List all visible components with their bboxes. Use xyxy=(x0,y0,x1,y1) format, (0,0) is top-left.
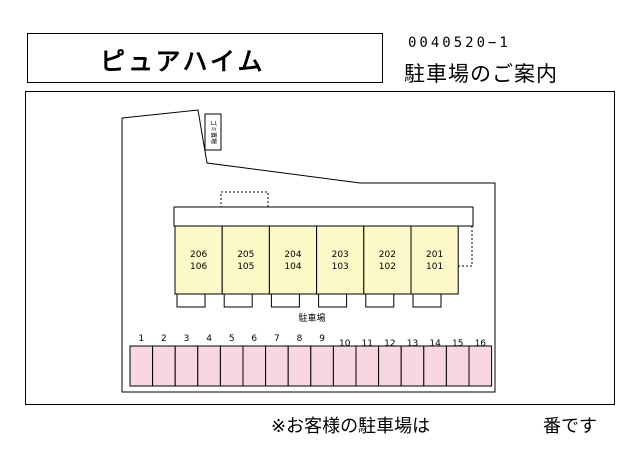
parking-label: 駐車場 xyxy=(298,312,325,324)
parking-space-cell xyxy=(129,345,154,387)
parking-space-number: 16 xyxy=(475,339,487,349)
parking-space-number: 2 xyxy=(161,334,167,344)
parking-space-number: 10 xyxy=(339,339,351,349)
unit-number-upper: 202 xyxy=(379,250,396,260)
parking-space-cell xyxy=(400,345,425,387)
parking-space-cell xyxy=(265,345,289,387)
parking-space-4: 4 xyxy=(197,334,221,387)
parking-space-number: 12 xyxy=(384,339,395,349)
parking-space-12: 12 xyxy=(378,339,402,387)
unit-number-upper: 203 xyxy=(332,250,349,260)
unit-porch xyxy=(365,293,395,308)
property-name: ピュアハイム xyxy=(100,47,266,76)
unit-number-lower: 106 xyxy=(190,262,207,272)
parking-space-11: 11 xyxy=(355,339,380,387)
unit-number-upper: 201 xyxy=(426,250,443,260)
parking-space-cell xyxy=(355,345,380,387)
parking-space-13: 13 xyxy=(400,339,425,387)
site-boundary xyxy=(121,109,496,393)
unit-block xyxy=(221,225,270,295)
parking-space-cell xyxy=(174,345,199,387)
parking-space-15: 15 xyxy=(445,339,470,387)
parking-space-number: 6 xyxy=(251,334,257,344)
parking-space-cell xyxy=(445,345,470,387)
parking-space-cell xyxy=(287,345,312,387)
parking-space-3: 3 xyxy=(174,334,199,387)
parking-space-cell xyxy=(378,345,402,387)
unit-number-lower: 101 xyxy=(426,262,443,272)
parking-space-number: 8 xyxy=(297,334,303,344)
unit-porch xyxy=(412,293,442,308)
unit-porch xyxy=(176,293,206,308)
unit-number-upper: 204 xyxy=(284,250,301,260)
building-corridor xyxy=(173,206,474,227)
parking-space-6: 6 xyxy=(242,334,267,387)
unit-number-lower: 102 xyxy=(379,262,396,272)
trash-area xyxy=(204,113,222,151)
parking-space-5: 5 xyxy=(219,334,244,387)
parking-space-number: 11 xyxy=(362,339,373,349)
unit-number-lower: 104 xyxy=(284,262,301,272)
parking-space-16: 16 xyxy=(468,339,493,387)
unit-block xyxy=(316,225,365,295)
map-frame xyxy=(25,91,615,405)
parking-space-cell xyxy=(242,345,267,387)
parking-space-number: 13 xyxy=(407,339,418,349)
trash-label: ゴミ置場 xyxy=(210,120,218,144)
parking-space-cell xyxy=(332,345,357,387)
dashed-area-top xyxy=(220,191,269,208)
parking-space-cell xyxy=(423,345,447,387)
parking-space-2: 2 xyxy=(152,334,176,387)
title-box xyxy=(27,33,383,83)
parking-space-cell xyxy=(468,345,493,387)
parking-space-number: 7 xyxy=(274,334,280,344)
parking-space-number: 14 xyxy=(429,339,441,349)
property-code: 0040520−1 xyxy=(408,35,511,51)
parking-space-number: 3 xyxy=(184,334,190,344)
unit-porch xyxy=(223,293,253,308)
footer-suffix: 番です xyxy=(543,416,597,437)
unit-number-lower: 103 xyxy=(332,262,349,272)
unit-block xyxy=(268,225,318,295)
parking-space-cell xyxy=(197,345,221,387)
parking-space-10: 10 xyxy=(332,339,357,387)
unit-block xyxy=(410,225,459,295)
parking-space-9: 9 xyxy=(310,334,334,387)
unit-block xyxy=(363,225,412,295)
parking-space-number: 9 xyxy=(319,334,325,344)
parking-space-14: 14 xyxy=(423,339,447,387)
parking-space-number: 4 xyxy=(206,334,212,344)
unit-block xyxy=(174,225,223,295)
parking-space-1: 1 xyxy=(129,334,154,387)
parking-space-7: 7 xyxy=(265,334,289,387)
unit-number-upper: 206 xyxy=(190,250,207,260)
footer-note: ※お客様の駐車場は xyxy=(271,416,431,437)
parking-space-number: 5 xyxy=(229,334,235,344)
parking-space-cell xyxy=(219,345,244,387)
parking-space-number: 15 xyxy=(452,339,463,349)
parking-space-cell xyxy=(310,345,334,387)
page-subtitle: 駐車場のご案内 xyxy=(404,62,558,86)
parking-space-8: 8 xyxy=(287,334,312,387)
unit-number-upper: 205 xyxy=(237,250,254,260)
parking-space-cell xyxy=(152,345,176,387)
unit-porch xyxy=(318,293,348,308)
parking-space-number: 1 xyxy=(138,334,144,344)
unit-porch xyxy=(270,293,300,308)
unit-number-lower: 105 xyxy=(237,262,254,272)
